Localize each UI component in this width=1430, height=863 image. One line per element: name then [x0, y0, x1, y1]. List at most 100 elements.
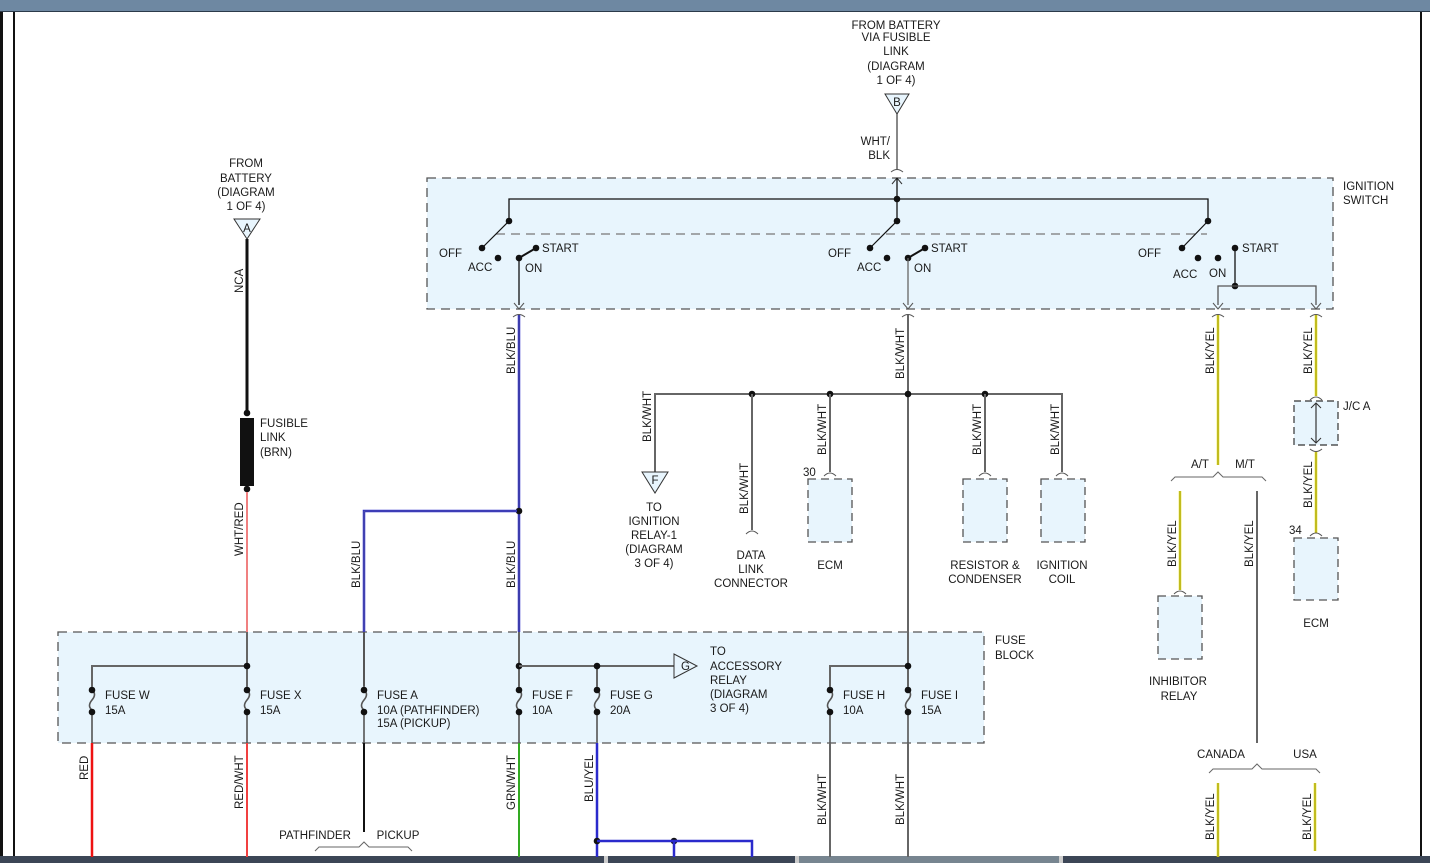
connector-a-icon — [233, 218, 261, 240]
ignition-relay-label: TO IGNITION RELAY-1 (DIAGRAM 3 OF 4) — [625, 502, 683, 570]
wire-label-wht-red: WHT/RED — [234, 502, 246, 556]
branch-canada-label: CANADA — [1197, 749, 1245, 761]
branch-pathfinder-label: PATHFINDER — [279, 830, 351, 842]
svg-text:ACCESSORY: ACCESSORY — [710, 661, 782, 673]
connector-g-icon — [673, 653, 699, 679]
wire-label-blk-blu-1: BLK/BLU — [506, 327, 518, 374]
source-a-label: FROM BATTERY (DIAGRAM 1 OF 4) — [217, 158, 275, 213]
inhibitor-relay-box — [1157, 595, 1203, 660]
branch-at-label: A/T — [1191, 459, 1209, 471]
branch-pickup-label: PICKUP — [377, 830, 420, 842]
svg-text:(DIAGRAM: (DIAGRAM — [710, 689, 768, 701]
scrollbar-divider — [795, 856, 799, 863]
fuse-rating: 10A — [532, 705, 553, 717]
right-frame — [1420, 12, 1422, 857]
fuse-name: FUSE W — [105, 690, 150, 702]
connector-f-symbol: F — [651, 475, 658, 487]
svg-text:OFF: OFF — [828, 248, 851, 260]
ignition-switch-section-3: OFF ACC ON START — [1138, 217, 1317, 305]
fuse-name: FUSE F — [532, 690, 573, 702]
bottom-scrollbar-track[interactable] — [0, 856, 1430, 863]
resistor-condenser-label: RESISTOR & CONDENSER — [948, 560, 1021, 586]
svg-text:FUSIBLE: FUSIBLE — [260, 418, 308, 430]
fusible-link-label: FUSIBLE LINK (BRN) — [260, 418, 308, 459]
branch-usa-label: USA — [1293, 749, 1317, 761]
svg-text:OFF: OFF — [1138, 248, 1161, 260]
svg-text:RESISTOR &: RESISTOR & — [950, 560, 1020, 572]
svg-text:BATTERY: BATTERY — [220, 173, 272, 185]
wire-label-wht-blk-2: BLK — [868, 150, 890, 162]
left-frame — [0, 12, 15, 857]
ignition-switch-box — [426, 177, 1334, 310]
svg-text:FUSE: FUSE — [995, 635, 1026, 647]
fuse-3: FUSE F 10A — [515, 686, 573, 743]
source-b-label: FROM BATTERY VIA FUSIBLE LINK (DIAGRAM 1… — [851, 20, 940, 87]
dlc-label: DATA LINK CONNECTOR — [714, 550, 788, 590]
svg-text:VIA FUSIBLE: VIA FUSIBLE — [861, 32, 930, 44]
svg-text:IGNITION: IGNITION — [1343, 181, 1394, 193]
svg-text:TO: TO — [646, 502, 662, 514]
ignition-switch-section-1: OFF ACC ON START — [439, 217, 579, 305]
wire-label-grn-wht: GRN/WHT — [506, 755, 518, 810]
svg-text:START: START — [542, 243, 579, 255]
ecm-label-2: ECM — [1303, 618, 1329, 630]
svg-text:3 OF 4): 3 OF 4) — [635, 558, 674, 570]
wire-label-blk-yel-1: BLK/YEL — [1205, 327, 1217, 374]
connector-g-symbol: G — [681, 661, 690, 673]
svg-text:BLOCK: BLOCK — [995, 650, 1034, 662]
wire-blk-wht-bus — [654, 393, 1063, 472]
svg-text:SWITCH: SWITCH — [1343, 195, 1388, 207]
fuse-rating: 15A — [105, 705, 126, 717]
fuse-name: FUSE I — [921, 690, 958, 702]
wire-label-blk-yel-3: BLK/YEL — [1303, 461, 1315, 508]
svg-text:IGNITION: IGNITION — [628, 516, 679, 528]
fuse-rating: 15A — [921, 705, 942, 717]
svg-text:(DIAGRAM: (DIAGRAM — [625, 544, 683, 556]
svg-text:START: START — [931, 243, 968, 255]
wire-label-blk-wht-fuse-h: BLK/WHT — [817, 774, 829, 825]
svg-text:ON: ON — [914, 263, 931, 275]
svg-text:RELAY: RELAY — [710, 675, 747, 687]
svg-text:LINK: LINK — [738, 564, 764, 576]
branch-pathfinder-pickup-brace — [314, 841, 413, 852]
accessory-relay-label: TO ACCESSORY RELAY (DIAGRAM 3 OF 4) — [710, 646, 782, 715]
ecm-box-2 — [1293, 537, 1339, 601]
connector-b-icon — [884, 93, 910, 115]
fuse-name: FUSE G — [610, 690, 653, 702]
svg-text:START: START — [1242, 243, 1279, 255]
svg-text:1 OF 4): 1 OF 4) — [877, 75, 916, 87]
fuse-rating-alt: 15A (PICKUP) — [377, 718, 451, 730]
window-title-bar — [0, 0, 1430, 12]
branch-mt-label: M/T — [1235, 459, 1255, 471]
svg-text:RELAY: RELAY — [1161, 691, 1198, 703]
svg-text:1 OF 4): 1 OF 4) — [227, 201, 266, 213]
svg-text:INHIBITOR: INHIBITOR — [1149, 676, 1207, 688]
ignition-switch-section-2: OFF ACC ON START — [828, 220, 968, 305]
wire-label-wht-blk-1: WHT/ — [861, 136, 891, 148]
svg-text:(DIAGRAM: (DIAGRAM — [867, 61, 925, 73]
wire-label-nca: NCA — [234, 268, 246, 293]
connector-b-symbol: B — [893, 97, 901, 109]
ignition-switch-title: IGNITION SWITCH — [1343, 181, 1394, 207]
wire-label-blk-wht-ecm: BLK/WHT — [817, 404, 829, 455]
fuse-name: FUSE X — [260, 690, 302, 702]
svg-text:3 OF 4): 3 OF 4) — [710, 703, 749, 715]
scrollbar-divider — [1059, 856, 1063, 863]
svg-text:ON: ON — [525, 263, 542, 275]
svg-text:ACC: ACC — [468, 262, 492, 274]
ecm-box-1 — [807, 478, 853, 543]
junction-connector-a-label: J/C A — [1343, 401, 1371, 413]
svg-text:FROM BATTERY: FROM BATTERY — [851, 20, 940, 32]
wire-label-blk-wht-dlc: BLK/WHT — [739, 463, 751, 514]
ignition-coil-label: IGNITION COIL — [1036, 560, 1087, 586]
wire-label-blk-blu-3: BLK/BLU — [506, 541, 518, 588]
wire-label-red: RED — [79, 756, 91, 780]
fuse-rating: 10A (PATHFINDER) — [377, 705, 480, 717]
wire-blk-blu-branch — [362, 509, 517, 632]
scrollbar-thumb[interactable] — [799, 856, 1059, 863]
connector-f-icon — [641, 471, 669, 494]
